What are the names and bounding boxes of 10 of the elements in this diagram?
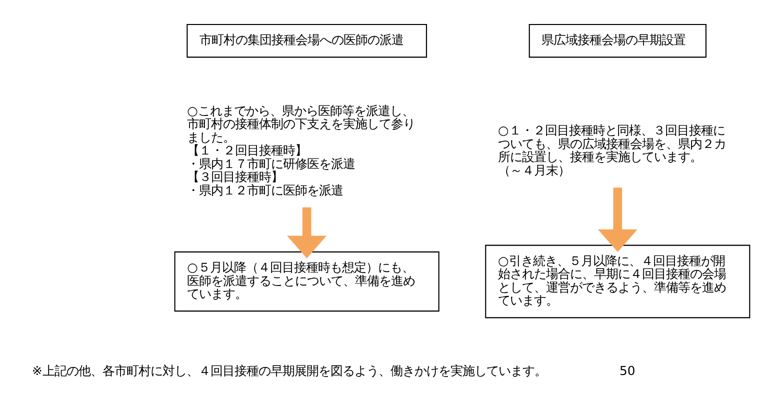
label: ※上記の他、各市町村に対し、４回目接種の早期展開を図るよう、働きかけを実施しています。 <box>32 364 546 378</box>
node-box: ○引き続き、５月以降に、４回目接種が開始された場合に、早期に４回目接種の会場として、運営ができるよう、準備等を進めています。 <box>485 244 750 318</box>
node-text: ○これまでから、県から医師等を派遣し、市町村の接種体制の下支えを実施して参りました。 【１・２回目接種時】 ・県内１７市町に研修医を派遣 【３回目接種時】 ・県内１２市町に医師を派遣 <box>187 104 416 198</box>
arrow <box>287 207 327 258</box>
node-box: ○５月以降（４回目接種時も想定）にも、医師を派遣することについて、準備を進めています。 <box>174 251 440 312</box>
label: 50 <box>620 364 636 378</box>
node-text: ○１・２回目接種時と同様、３回目接種についても、県の広域接種会場を、県内２カ所に設置し、接種を実施しています。 （～４月末） <box>498 124 726 178</box>
arrow <box>598 188 638 252</box>
node-box: 県広域接種会場の早期設置 <box>528 24 706 58</box>
node-box: 市町村の集団接種会場への医師の派遣 <box>186 24 427 58</box>
